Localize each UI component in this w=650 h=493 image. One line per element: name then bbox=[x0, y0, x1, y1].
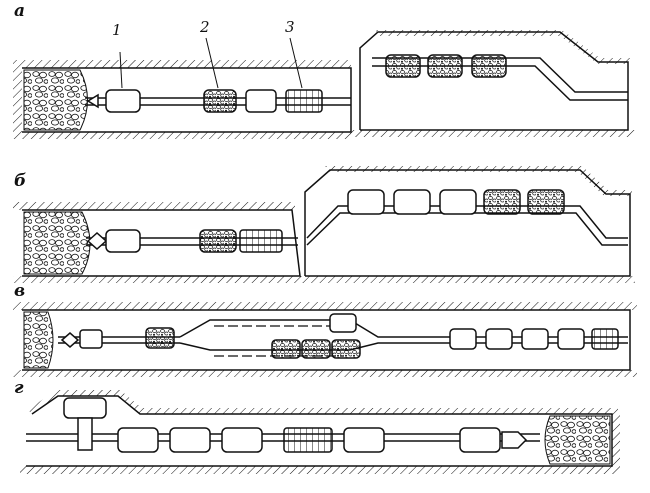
panel-b-right-tunnel bbox=[300, 166, 635, 283]
machine-car bbox=[459, 427, 501, 453]
machine-car bbox=[79, 329, 103, 349]
panel-label-g: г bbox=[14, 378, 24, 398]
machine-car bbox=[105, 89, 141, 113]
rock-face bbox=[544, 415, 611, 465]
empty-car bbox=[347, 189, 385, 215]
loaded-car bbox=[145, 327, 175, 349]
rock-face bbox=[23, 69, 88, 131]
tunnel-outline bbox=[359, 31, 629, 131]
rock-hatch bbox=[13, 132, 351, 139]
hatched-car bbox=[239, 229, 283, 253]
empty-car bbox=[393, 189, 431, 215]
callout-3: 3 bbox=[285, 18, 295, 36]
machine-cutter bbox=[60, 332, 80, 348]
callout-1: 1 bbox=[112, 21, 122, 39]
rock-hatch bbox=[13, 68, 22, 132]
loaded-car bbox=[203, 89, 237, 113]
loaded-car bbox=[471, 54, 507, 78]
panel-a-right-tunnel bbox=[350, 30, 635, 137]
empty-car bbox=[117, 427, 159, 453]
panel-g: г bbox=[14, 378, 620, 474]
rock-hatch bbox=[375, 30, 630, 64]
loaded-car bbox=[271, 339, 301, 359]
panel-label-a: а bbox=[14, 1, 25, 21]
rail-track bbox=[306, 212, 628, 246]
callout-line-2 bbox=[205, 37, 219, 89]
loaded-car bbox=[527, 189, 565, 215]
empty-car bbox=[521, 328, 549, 350]
hatched-car bbox=[591, 328, 619, 350]
empty-car bbox=[221, 427, 263, 453]
machine-cutter bbox=[86, 231, 108, 251]
callout-line-1 bbox=[119, 51, 123, 89]
overhead-hoist bbox=[63, 397, 107, 419]
rock-hatch bbox=[350, 130, 635, 137]
tunnel-outline bbox=[304, 169, 631, 277]
rock-hatch bbox=[13, 302, 637, 310]
rock-hatch bbox=[28, 390, 618, 414]
loaded-car bbox=[385, 54, 421, 78]
hatched-car bbox=[283, 427, 333, 453]
empty-car bbox=[557, 328, 585, 350]
empty-car bbox=[343, 427, 385, 453]
rock-hatch bbox=[612, 414, 620, 466]
loaded-car bbox=[483, 189, 521, 215]
rock-hatch bbox=[325, 166, 632, 196]
rock-face bbox=[23, 311, 54, 369]
machine-cutter bbox=[501, 431, 528, 449]
panel-b: б bbox=[13, 166, 635, 283]
rock-hatch bbox=[13, 202, 295, 210]
empty-car bbox=[449, 328, 477, 350]
empty-car bbox=[485, 328, 513, 350]
rock-face bbox=[23, 211, 91, 275]
callout-line-3 bbox=[289, 37, 303, 89]
machine-cutter bbox=[86, 93, 99, 109]
machine-car bbox=[105, 229, 141, 253]
panel-a-left-tunnel: 1 2 3 bbox=[13, 18, 352, 139]
hatched-car bbox=[285, 89, 323, 113]
loaded-car bbox=[199, 229, 237, 253]
empty-car bbox=[169, 427, 211, 453]
loaded-car bbox=[427, 54, 463, 78]
panel-label-b: б bbox=[14, 171, 26, 191]
empty-car bbox=[329, 313, 357, 333]
rock-hatch bbox=[300, 276, 635, 283]
rock-hatch bbox=[13, 276, 303, 283]
panel-v: в bbox=[13, 281, 637, 377]
rock-hatch bbox=[13, 60, 351, 68]
panel-label-v: в bbox=[14, 281, 25, 301]
callout-2: 2 bbox=[199, 18, 210, 36]
empty-car bbox=[245, 89, 277, 113]
hoist-post bbox=[77, 417, 93, 451]
panel-a: а 1 2 3 bbox=[13, 1, 635, 139]
rock-hatch bbox=[20, 466, 620, 474]
loaded-car bbox=[301, 339, 331, 359]
panel-b-left-tunnel bbox=[13, 202, 303, 283]
rail-track bbox=[306, 205, 628, 239]
rock-hatch bbox=[13, 370, 637, 377]
loaded-car bbox=[331, 339, 361, 359]
empty-car bbox=[439, 189, 477, 215]
